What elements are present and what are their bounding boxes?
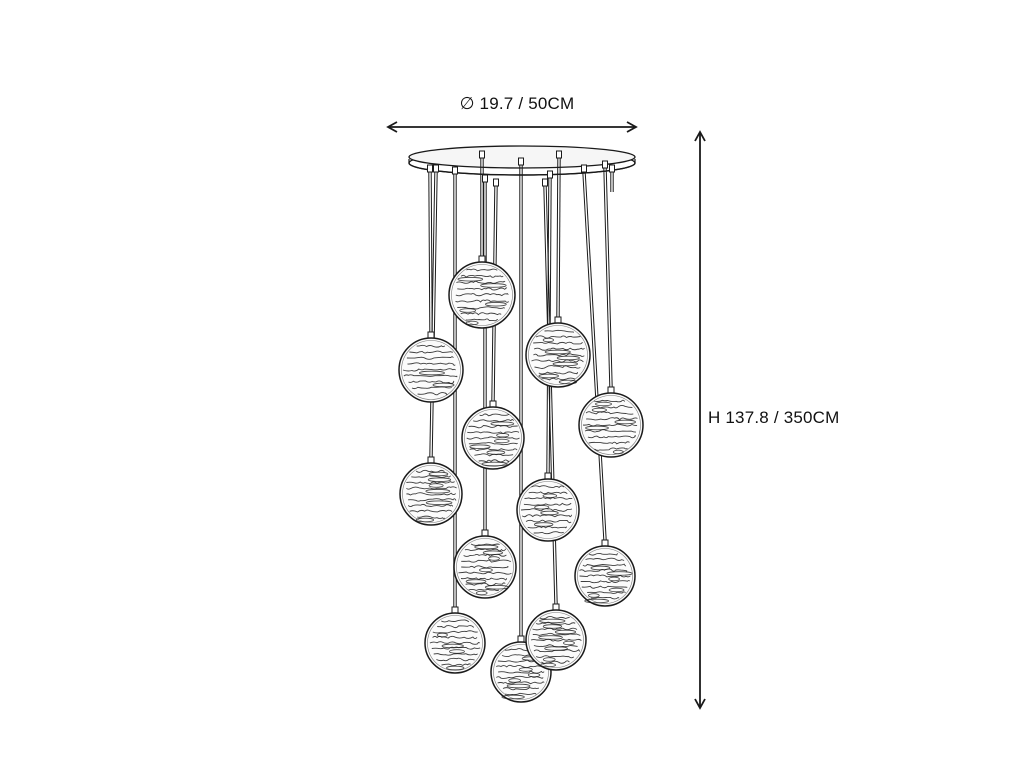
pendant-cord <box>584 171 607 541</box>
cord-cap <box>581 164 587 173</box>
pendant-cord <box>558 157 561 318</box>
cord-cap <box>609 164 615 173</box>
pendant-globe <box>574 539 636 607</box>
pendant-cord <box>605 167 613 388</box>
cord-cap <box>556 150 562 159</box>
cord-cap <box>482 174 488 183</box>
pendant-cord <box>603 167 611 388</box>
pendant-globe <box>461 400 525 470</box>
pendant-globe <box>453 529 517 599</box>
cord-cap <box>427 164 433 173</box>
pendant-globe <box>525 316 591 388</box>
cord-cap <box>493 178 499 187</box>
cord-cap <box>479 150 485 159</box>
pendant-globe <box>399 456 463 526</box>
pendant-cord <box>431 171 438 458</box>
pendant-globe <box>424 606 486 674</box>
pendant-globes <box>398 255 644 703</box>
pendant-cord <box>429 171 436 458</box>
height-dimension-label: H 137.8 / 350CM <box>708 408 840 427</box>
pendant-globe <box>525 603 587 671</box>
pendant-globe <box>448 255 516 329</box>
cord-cap <box>547 170 553 179</box>
diameter-dimension-text: ∅ 19.7 / 50CM <box>459 94 575 113</box>
cord-cap <box>433 164 439 173</box>
cord-cap <box>602 160 608 169</box>
cord-cap <box>518 157 524 166</box>
pendant-globe <box>516 472 580 542</box>
cord-cap <box>542 178 548 187</box>
pendant-globe <box>398 331 464 403</box>
diameter-dimension-label: ∅ 19.7 / 50CM <box>0 94 1024 114</box>
pendant-globe <box>578 386 644 458</box>
pendant-cord <box>582 171 605 541</box>
cord-cap <box>452 166 458 175</box>
pendant-cord <box>428 171 431 333</box>
pendant-cord <box>556 157 559 318</box>
